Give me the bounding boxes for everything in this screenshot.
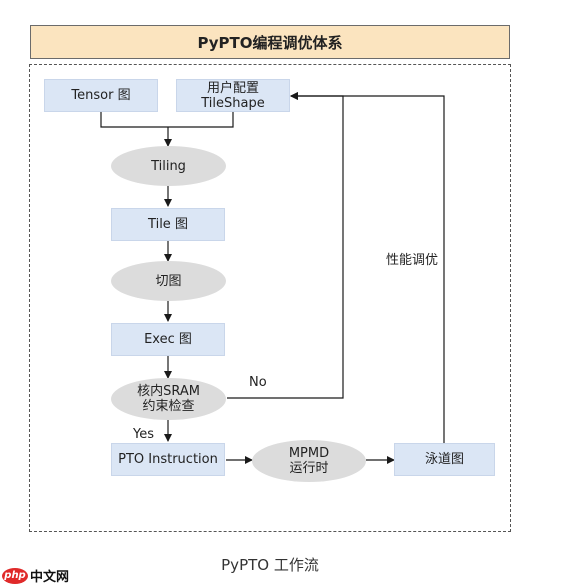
- lane-graph-node: 泳道图: [394, 443, 495, 476]
- edge-tensor-merge: [100, 112, 234, 128]
- php-logo-icon: php: [2, 567, 28, 584]
- perf-tuning-label: 性能调优: [386, 253, 439, 268]
- user-config-node: 用户配置 TileShape: [176, 79, 290, 112]
- edge-no-loop: [227, 92, 344, 399]
- tile-graph-node: Tile 图: [111, 208, 225, 241]
- diagram-title: PyPTO编程调优体系: [30, 25, 510, 59]
- sram-check-node: 核内SRAM 约束检查: [111, 378, 226, 420]
- tiling-node: Tiling: [111, 146, 226, 186]
- pto-instruction-node: PTO Instruction: [111, 443, 225, 476]
- yes-label: Yes: [133, 427, 154, 442]
- exec-graph-node: Exec 图: [111, 323, 225, 356]
- no-label: No: [249, 375, 267, 390]
- cut-graph-node: 切图: [111, 261, 226, 301]
- site-watermark: php 中文网: [2, 566, 69, 585]
- workflow-frame: [29, 64, 511, 532]
- edge-perf-loop: [290, 92, 445, 443]
- tensor-graph-node: Tensor 图: [44, 79, 158, 112]
- mpmd-runtime-node: MPMD 运行时: [252, 440, 366, 482]
- watermark-text: 中文网: [30, 570, 70, 585]
- figure-caption: PyPTO 工作流: [221, 556, 319, 574]
